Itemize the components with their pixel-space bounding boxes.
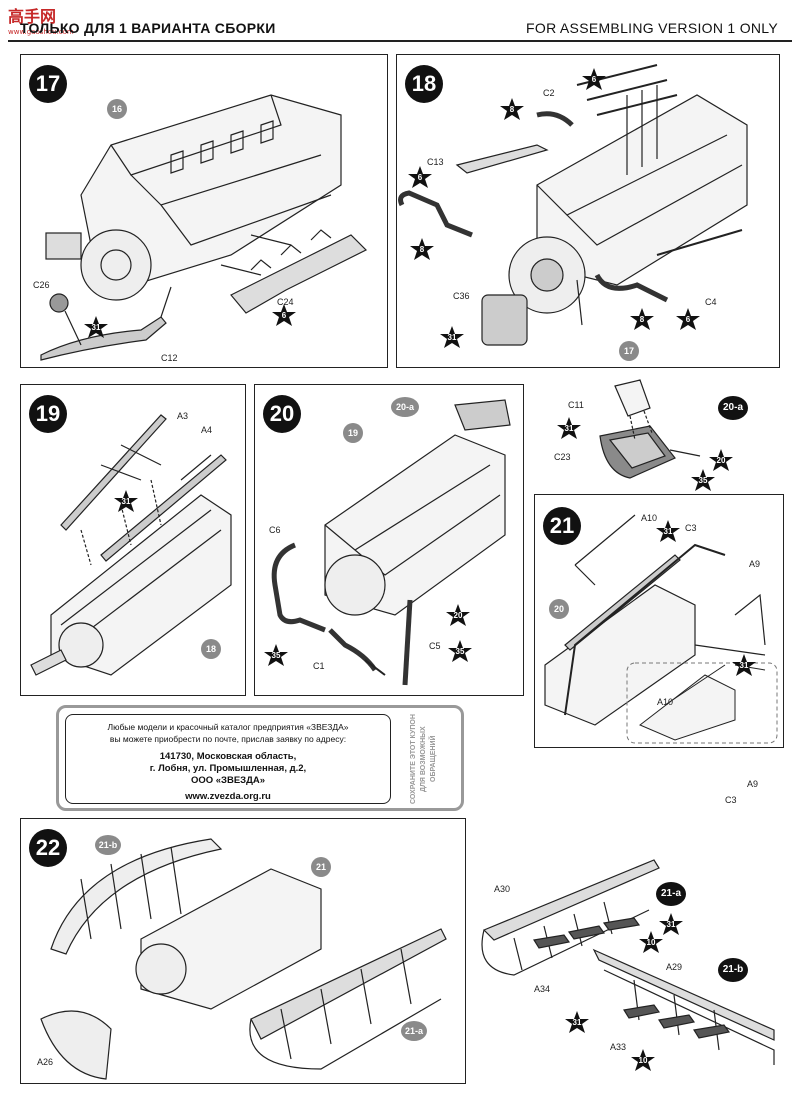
ref-part-16: 16 [107, 99, 127, 119]
ref-step-19: 19 [343, 423, 363, 443]
step-21-panel: 21 A10 C3 A9 20 31 31 A10 A9 C3 [534, 494, 784, 805]
ref-step-21: 21 [311, 857, 331, 877]
step-19-panel: 19 A3 A4 31 18 [20, 384, 246, 696]
qty-20-icon: 20 [445, 603, 471, 629]
header-title-ru: ТОЛЬКО ДЛЯ 1 ВАРИАНТА СБОРКИ [20, 20, 276, 36]
step-20a-number: 20-a [718, 396, 748, 420]
qty-6b-icon: 6 [407, 165, 433, 191]
step-21a-21b-area: 21-a A30 A34 31 10 21-b A29 A33 31 10 [474, 840, 784, 1084]
part-drawing-20a [599, 379, 701, 479]
coupon-address-3: ООО «ЗВЕЗДА» [190, 775, 266, 786]
svg-text:高手网: 高手网 [8, 7, 56, 26]
label-c26: C26 [33, 280, 50, 290]
qty-6c-icon: 6 [675, 307, 701, 333]
label-c3: C3 [685, 523, 697, 533]
coupon-line-1: Любые модели и красочный каталог предпри… [107, 722, 349, 732]
step-22-number: 22 [29, 829, 67, 867]
label-a3: A3 [177, 411, 189, 421]
engine-drawing-22 [40, 838, 447, 1080]
svg-text:www.gaoshou.com: www.gaoshou.com [8, 28, 74, 36]
qty-35b-icon: 35 [447, 639, 473, 665]
label-a4: A4 [201, 425, 213, 435]
qty-31a-icon: 31 [655, 519, 681, 545]
ref-step-20a: 20-a [391, 397, 419, 417]
logo-graphic: 高手网 www.gaoshou.com [8, 7, 74, 36]
label-a10-detail: A10 [657, 697, 674, 707]
qty-31b-icon: 31 [564, 1010, 590, 1036]
qty-31-icon: 31 [658, 912, 684, 938]
qty-31-icon: 31 [83, 315, 109, 341]
qty-31-icon: 31 [556, 416, 582, 442]
qty-35a-icon: 35 [263, 643, 289, 669]
coupon-address-1: 141730, Московская область, [159, 751, 297, 762]
qty-10b-icon: 10 [630, 1048, 656, 1074]
ref-step-18: 18 [201, 639, 221, 659]
label-a10: A10 [641, 513, 658, 523]
qty-8c-icon: 8 [629, 307, 655, 333]
label-c12: C12 [161, 353, 178, 363]
label-a33: A33 [610, 1042, 627, 1052]
qty-10-icon: 10 [638, 930, 664, 956]
qty-31b-icon: 31 [731, 653, 757, 679]
coupon-address-2: г. Лобня, ул. Промышленная, д.2, [149, 763, 307, 774]
step-20-panel: 20 19 20-a C6 C1 C5 35 20 35 [254, 384, 524, 696]
step-20a-area: 20-a C11 C23 31 20 35 [540, 378, 790, 491]
coupon-address-box: Любые модели и красочный каталог предпри… [65, 714, 391, 804]
coupon-line-2: вы можете приобрести по почте, прислав з… [109, 734, 347, 744]
qty-6-icon: 6 [271, 303, 297, 329]
step-21-number: 21 [543, 507, 581, 545]
label-c24: C24 [277, 297, 294, 307]
qty-20-icon: 20 [708, 448, 734, 474]
label-c4: C4 [705, 297, 717, 307]
engine-drawing-18 [398, 64, 748, 346]
qty-6a-icon: 6 [581, 67, 607, 93]
step-18-panel: 18 C2 C13 C36 C4 6 8 6 8 31 8 6 17 [396, 54, 780, 368]
label-c1: C1 [313, 661, 325, 671]
label-a30: A30 [494, 884, 511, 894]
qty-31-icon: 31 [113, 489, 139, 515]
engine-drawing-17 [40, 94, 368, 361]
engine-drawing-21 [544, 514, 778, 744]
header-rule [8, 40, 792, 42]
ref-step-20: 20 [549, 599, 569, 619]
label-a9-detail: A9 [747, 779, 759, 789]
label-c23: C23 [554, 452, 571, 462]
step-20-number: 20 [263, 395, 301, 433]
step-19-number: 19 [29, 395, 67, 433]
step-18-number: 18 [405, 65, 443, 103]
label-c13: C13 [427, 157, 444, 167]
label-c2: C2 [543, 88, 555, 98]
label-c36: C36 [453, 291, 470, 301]
page-header: 高手网 www.gaoshou.com ТОЛЬКО ДЛЯ 1 ВАРИАНТ… [0, 0, 800, 44]
label-a9: A9 [749, 559, 761, 569]
label-a29: A29 [666, 962, 683, 972]
catalog-coupon: Любые модели и красочный каталог предпри… [56, 705, 464, 811]
qty-31-icon: 31 [439, 325, 465, 351]
qty-8a-icon: 8 [499, 97, 525, 123]
label-a26: A26 [37, 1057, 54, 1067]
label-a34: A34 [534, 984, 551, 994]
ref-step-21b: 21-b [95, 835, 121, 855]
engine-drawing-20 [271, 399, 511, 686]
step-17-panel: 17 16 C26 C24 C12 31 6 [20, 54, 388, 368]
watermark-logo: 高手网 www.gaoshou.com [6, 4, 76, 36]
step-17-number: 17 [29, 65, 67, 103]
step-21b-number: 21-b [718, 958, 748, 982]
ref-step-21a: 21-a [401, 1021, 427, 1041]
coupon-keep-note: СОХРАНИТЕ ЭТОТ КУПОН ДЛЯ ВОЗМОЖНЫХ ОБРАЩ… [410, 714, 437, 804]
label-c11: C11 [568, 400, 584, 410]
header-title-en: FOR ASSEMBLING VERSION 1 ONLY [526, 20, 778, 36]
coupon-website[interactable]: www.zvezda.org.ru [185, 791, 271, 802]
qty-35-icon: 35 [690, 468, 716, 494]
label-c3-detail: C3 [725, 795, 737, 805]
step-22-panel: 22 21-b 21 21-a A26 [20, 818, 466, 1084]
step-21a-number: 21-a [656, 882, 686, 906]
qty-8b-icon: 8 [409, 237, 435, 263]
frame-drawing-21a-21b [481, 859, 775, 1065]
engine-drawing-19 [30, 414, 232, 676]
label-c6: C6 [269, 525, 281, 535]
ref-step-17: 17 [619, 341, 639, 361]
label-c5: C5 [429, 641, 441, 651]
